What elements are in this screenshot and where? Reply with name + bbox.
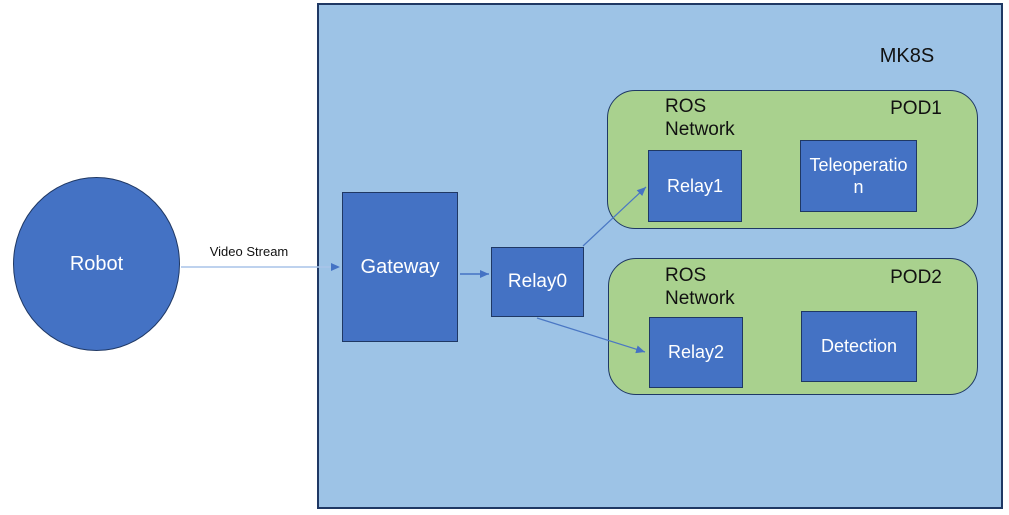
robot-node: Robot bbox=[13, 177, 180, 351]
gateway-node: Gateway bbox=[342, 192, 458, 342]
detection-node: Detection bbox=[801, 311, 917, 382]
pod2-ros-network-label: ROS Network bbox=[665, 265, 735, 309]
relay1-label: Relay1 bbox=[666, 175, 724, 196]
mk8s-label: MK8S bbox=[879, 45, 935, 67]
teleoperation-node: Teleoperation bbox=[800, 140, 917, 212]
teleoperation-label: Teleoperation bbox=[809, 154, 908, 198]
relay2-node: Relay2 bbox=[649, 317, 743, 388]
relay2-label: Relay2 bbox=[667, 342, 725, 362]
robot-label: Robot bbox=[69, 252, 124, 275]
pod2-label: POD2 bbox=[890, 267, 942, 288]
gateway-label: Gateway bbox=[360, 255, 440, 278]
video-stream-edge-label: Video Stream bbox=[209, 244, 289, 259]
relay1-node: Relay1 bbox=[648, 150, 742, 222]
pod1-label: POD1 bbox=[890, 98, 942, 119]
detection-label: Detection bbox=[820, 336, 898, 356]
relay0-node: Relay0 bbox=[491, 247, 584, 317]
relay0-label: Relay0 bbox=[507, 271, 568, 292]
pod1-ros-network-label: ROS Network bbox=[665, 96, 735, 140]
